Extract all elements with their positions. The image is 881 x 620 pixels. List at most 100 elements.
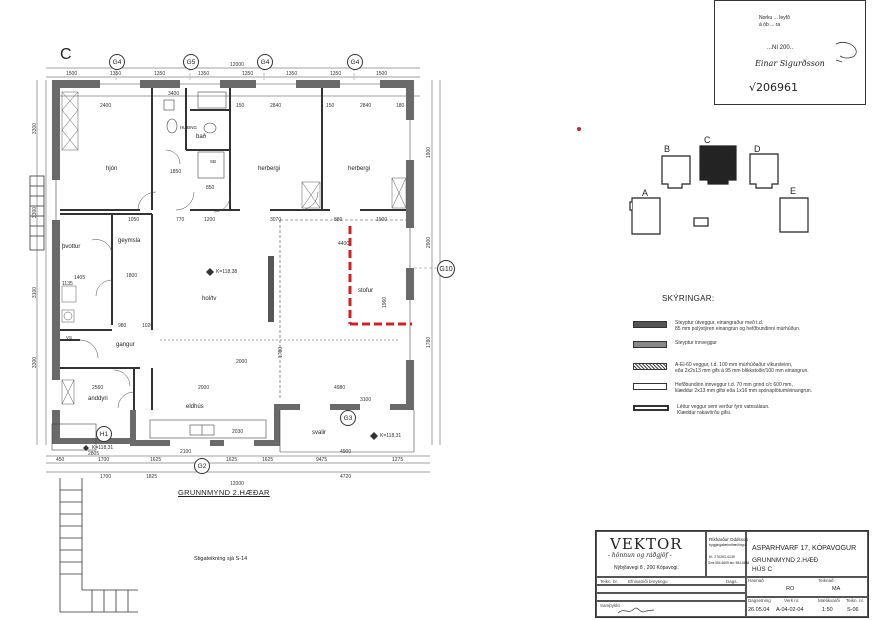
dim-misc: 1405	[74, 275, 86, 281]
grid-label-g5: G5	[183, 54, 199, 70]
swatch-wet-wall	[633, 405, 669, 411]
dim-lower: 2560	[92, 385, 104, 391]
dim-left: 3100	[32, 286, 39, 299]
dim-top-seg: 1350	[330, 71, 342, 77]
title-block: VEKTOR - hönnun og ráðgjöf - Nýbýlavegi …	[595, 530, 869, 618]
dim-top-seg: 1350	[242, 71, 254, 77]
dim-top-seg: 1350	[110, 71, 122, 77]
dim-lower: 4980	[334, 385, 346, 391]
grid-label-g4-b: G4	[257, 54, 273, 70]
stamp-mark	[835, 42, 857, 63]
dim-bottom2: 1825	[146, 474, 158, 480]
stamp-number: √206961	[749, 81, 799, 94]
dim-bottom-seg: 1625	[226, 457, 238, 463]
room-label-herbergi-1: herbergi	[258, 166, 281, 172]
dim-right: 1900	[426, 146, 433, 159]
verk-label: Verk nr.	[784, 598, 800, 603]
teiknad-label: Teiknað	[818, 578, 834, 583]
dim-left: 3300	[32, 122, 39, 135]
room-label-anddyri: anddyri	[88, 396, 108, 402]
dim-lower: 2000	[198, 385, 210, 391]
dim-misc: 2805	[88, 451, 100, 457]
dim-misc: 1800	[126, 273, 138, 279]
company-name: VEKTOR	[610, 535, 683, 553]
engineer-kt: Kt. 270263-0139	[709, 555, 735, 559]
signed-label: Samþykkt	[600, 603, 620, 608]
dim-top-seg: 1500	[66, 71, 78, 77]
room-label-gangur: gangur	[116, 342, 135, 348]
key-plan-label-c: C	[704, 135, 711, 145]
room-label-thvottur: þvottur	[62, 244, 81, 250]
company-address: Nýbýlavegi 8 , 200 Kópavogi.	[614, 565, 679, 571]
legend-item: Steyptur útveggur, einangraður með t.d.8…	[633, 320, 800, 332]
drawing-name: GRUNNMYND 2.HÆÐ	[752, 557, 819, 564]
swatch-exterior-wall	[633, 321, 667, 328]
grid-label-g2: G2	[194, 458, 210, 474]
hannad-label: Hannað	[748, 578, 764, 583]
dim-mid: 1050	[128, 217, 140, 223]
swatch-stud-wall	[633, 383, 667, 390]
dim-inner: 3400	[168, 91, 180, 97]
dags-value: 26.05.04	[748, 607, 770, 613]
dim-mid: 880	[334, 217, 343, 223]
dim-mid: 1200	[204, 217, 216, 223]
dim-misc: 2030	[232, 429, 244, 435]
teiknad-value: MA	[832, 586, 841, 592]
legend-item: Hefðbundinn innveggur t.d. 70 mm grind c…	[633, 382, 812, 394]
dim-bottom-seg: 1625	[150, 457, 162, 463]
dim-misc: 850	[206, 185, 215, 191]
dim-mid: 4400	[338, 241, 350, 247]
legend-item: Steyptur innveggur	[633, 340, 717, 348]
room-label-herbergi-2: herbergi	[348, 166, 371, 172]
room-label-hjon: hjón	[106, 166, 118, 172]
room-label-svalir: svalir	[312, 430, 327, 436]
level-h1: K=118,31	[92, 445, 114, 451]
dim-left: 3300	[32, 356, 39, 369]
stamp-line-2: á ób ... ra	[759, 22, 781, 28]
approval-stamp: Norku ... leyfð á ób ... ra ...NI 200.. …	[714, 0, 866, 105]
key-plan-label-e: E	[790, 186, 796, 196]
room-label-stofur: stofur	[358, 288, 374, 294]
key-plan-label-a: A	[642, 188, 648, 198]
grid-label-g4-a: G4	[109, 54, 125, 70]
dim-bottom-seg: 1625	[262, 457, 274, 463]
swatch-fire-wall	[633, 363, 667, 370]
dim-mid: 3070	[270, 217, 282, 223]
dim-inner: 150	[236, 103, 245, 109]
stair-note: Stigateikning sjá S-14	[194, 556, 248, 562]
engineer-title: byggingatæknifræðingur	[709, 543, 747, 547]
floor-plan	[29, 67, 581, 613]
room-label-vs: VS	[66, 335, 73, 340]
dim-left: 3300	[32, 206, 39, 219]
room-label-sb: SB	[210, 159, 217, 164]
dim-mid: 770	[176, 217, 185, 223]
dim-inner: 2840	[270, 103, 282, 109]
dim-inner: 2400	[100, 103, 112, 109]
building-letter: C	[60, 46, 72, 63]
dim-lower: 3100	[360, 397, 372, 403]
room-label-bad: bað	[196, 134, 207, 140]
legend-title: SKÝRINGAR:	[662, 294, 715, 303]
dim-top-seg: 1350	[286, 71, 298, 77]
drawing-title: GRUNNMYND 2.HÆÐAR	[178, 488, 270, 497]
stamp-line-1: Norku ... leyfð	[759, 15, 790, 21]
legend-item: Léttur veggur sem verður fyrir vatnsálau…	[633, 404, 770, 416]
rev-col-label: Dags.	[726, 579, 738, 584]
grid-label-g3: G3	[340, 410, 356, 426]
room-label-hlidng: HLIÐNG	[180, 125, 198, 130]
dim-inner: 2840	[360, 103, 372, 109]
rev-col-label: Teikn. br.	[600, 579, 619, 584]
dim-misc: 1135	[62, 281, 73, 287]
dim-misc: 1960	[382, 296, 389, 309]
dim-bottom-seg: 1700	[98, 457, 110, 463]
dim-mid: 1900	[376, 217, 388, 223]
rev-col-label: Efnisatriði breytingu	[628, 579, 668, 584]
dags-label: Dagsetning	[748, 598, 771, 603]
room-label-hol: hol/tv	[202, 296, 217, 302]
legend-item: A-El-60 veggur, t.d. 100 mm múrhúðaður v…	[633, 362, 809, 374]
verk-value: A-04-02-04	[776, 607, 804, 613]
dim-inner: 150	[326, 103, 335, 109]
dim-misc: 1850	[170, 169, 182, 175]
dim-misc: 2000	[236, 359, 248, 365]
dim-bottom-seg: 2100	[180, 449, 192, 455]
